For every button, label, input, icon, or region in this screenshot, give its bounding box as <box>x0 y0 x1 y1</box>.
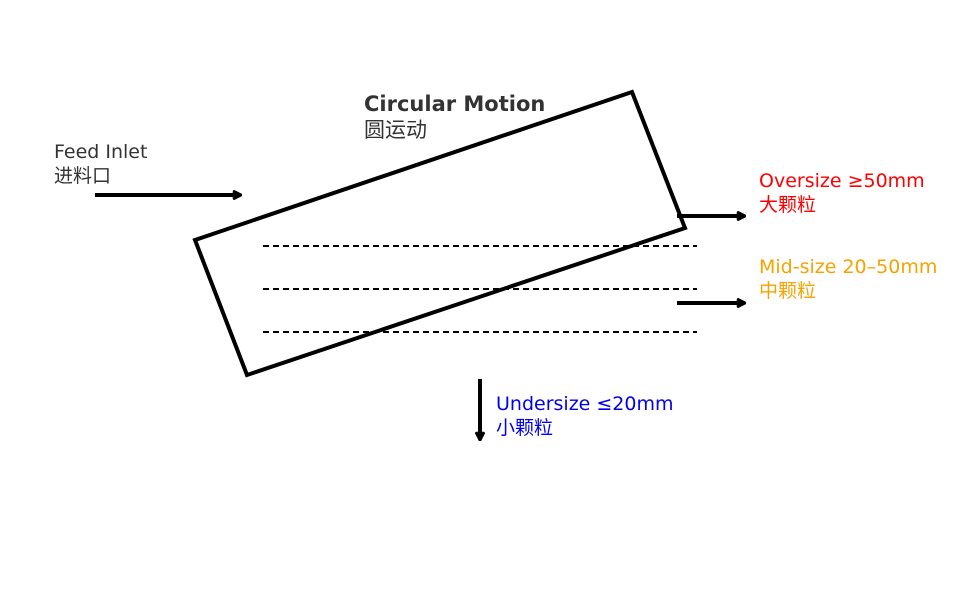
oversize-label: Oversize ≥50mm 大颗粒 <box>759 169 925 217</box>
screen-box <box>192 89 688 378</box>
oversize-text: Oversize ≥50mm <box>759 170 925 192</box>
midsize-cjk: 中颗粒 <box>759 280 817 302</box>
midsize-label: Mid-size 20–50mm 中颗粒 <box>759 255 937 303</box>
undersize-text: Undersize ≤20mm <box>496 393 674 415</box>
oversize-cjk: 大颗粒 <box>759 194 817 216</box>
motion-title-cjk: 圆运动 <box>364 118 427 142</box>
undersize-cjk: 小颗粒 <box>496 417 554 439</box>
feed-inlet-label: Feed Inlet 进料口 <box>54 140 147 188</box>
midsize-text: Mid-size 20–50mm <box>759 256 938 278</box>
undersize-label: Undersize ≤20mm 小颗粒 <box>496 392 674 440</box>
feed-inlet-cjk: 进料口 <box>54 165 112 187</box>
motion-title-text: Circular Motion <box>364 92 546 116</box>
feed-inlet-text: Feed Inlet <box>54 141 148 163</box>
motion-title: Circular Motion 圆运动 <box>364 91 545 143</box>
